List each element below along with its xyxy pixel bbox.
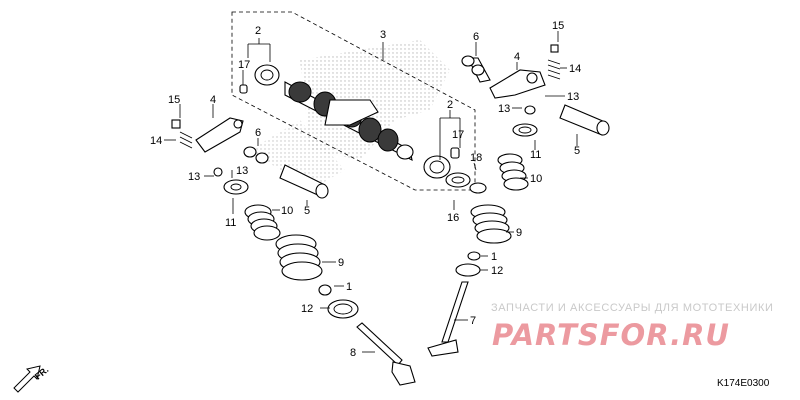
callout-11-left: 11 (225, 217, 236, 229)
callout-9-left: 9 (338, 257, 344, 269)
callout-14-left: 14 (150, 135, 162, 147)
callout-12-left: 12 (301, 303, 313, 315)
callout-2-right: 2 (447, 99, 453, 111)
callout-9-right: 9 (516, 227, 522, 239)
callout-8: 8 (350, 347, 356, 359)
diagram-code: K174E0300 (717, 378, 770, 389)
callout-16: 16 (447, 212, 459, 224)
callout-11-right: 11 (530, 149, 541, 161)
callout-14-right: 14 (569, 63, 581, 75)
callout-5-right: 5 (574, 145, 580, 157)
front-direction-arrow: FR. (13, 365, 50, 393)
callout-13-right-a: 13 (498, 103, 510, 115)
callout-17-right: 17 (452, 129, 464, 141)
callout-6-left: 6 (255, 127, 261, 139)
callout-13-left-b: 13 (236, 165, 248, 177)
callout-15-right: 15 (552, 20, 564, 32)
brand-wing-backdrop (250, 40, 450, 190)
callout-18: 18 (470, 152, 482, 164)
callout-4-right: 4 (514, 51, 520, 63)
callout-6-upper: 6 (473, 31, 479, 43)
callout-13-left-a: 13 (188, 171, 200, 183)
callout-10-left: 10 (281, 205, 293, 217)
callout-15-left: 15 (168, 94, 180, 106)
camshaft (239, 64, 460, 179)
leader-lines (164, 31, 578, 353)
callout-4-left: 4 (210, 94, 216, 106)
callout-13-right-b: 13 (567, 91, 579, 103)
rocker-arm-left (171, 117, 329, 199)
callout-7: 7 (470, 315, 476, 327)
camshaft-group-box (231, 11, 476, 191)
valve-train-right (427, 153, 529, 357)
watermark-logo: PARTSFOR.RU (492, 318, 730, 352)
callout-12-right: 12 (491, 265, 503, 277)
callout-10-right: 10 (530, 173, 542, 185)
callout-5-left: 5 (304, 205, 310, 217)
callout-1-right: 1 (491, 251, 497, 263)
callout-1-left: 1 (346, 281, 352, 293)
rocker-arm-right (461, 44, 610, 137)
callout-2-left: 2 (255, 25, 261, 37)
valve-train-left (244, 204, 416, 386)
callout-17-left: 17 (238, 59, 250, 71)
watermark-tagline: ЗАПЧАСТИ И АКСЕССУАРЫ ДЛЯ МОТОТЕХНИКИ (491, 302, 774, 314)
callout-labels: 2 17 3 6 15 4 14 13 13 11 5 10 2 17 18 1… (150, 20, 581, 359)
callout-3: 3 (380, 29, 386, 41)
